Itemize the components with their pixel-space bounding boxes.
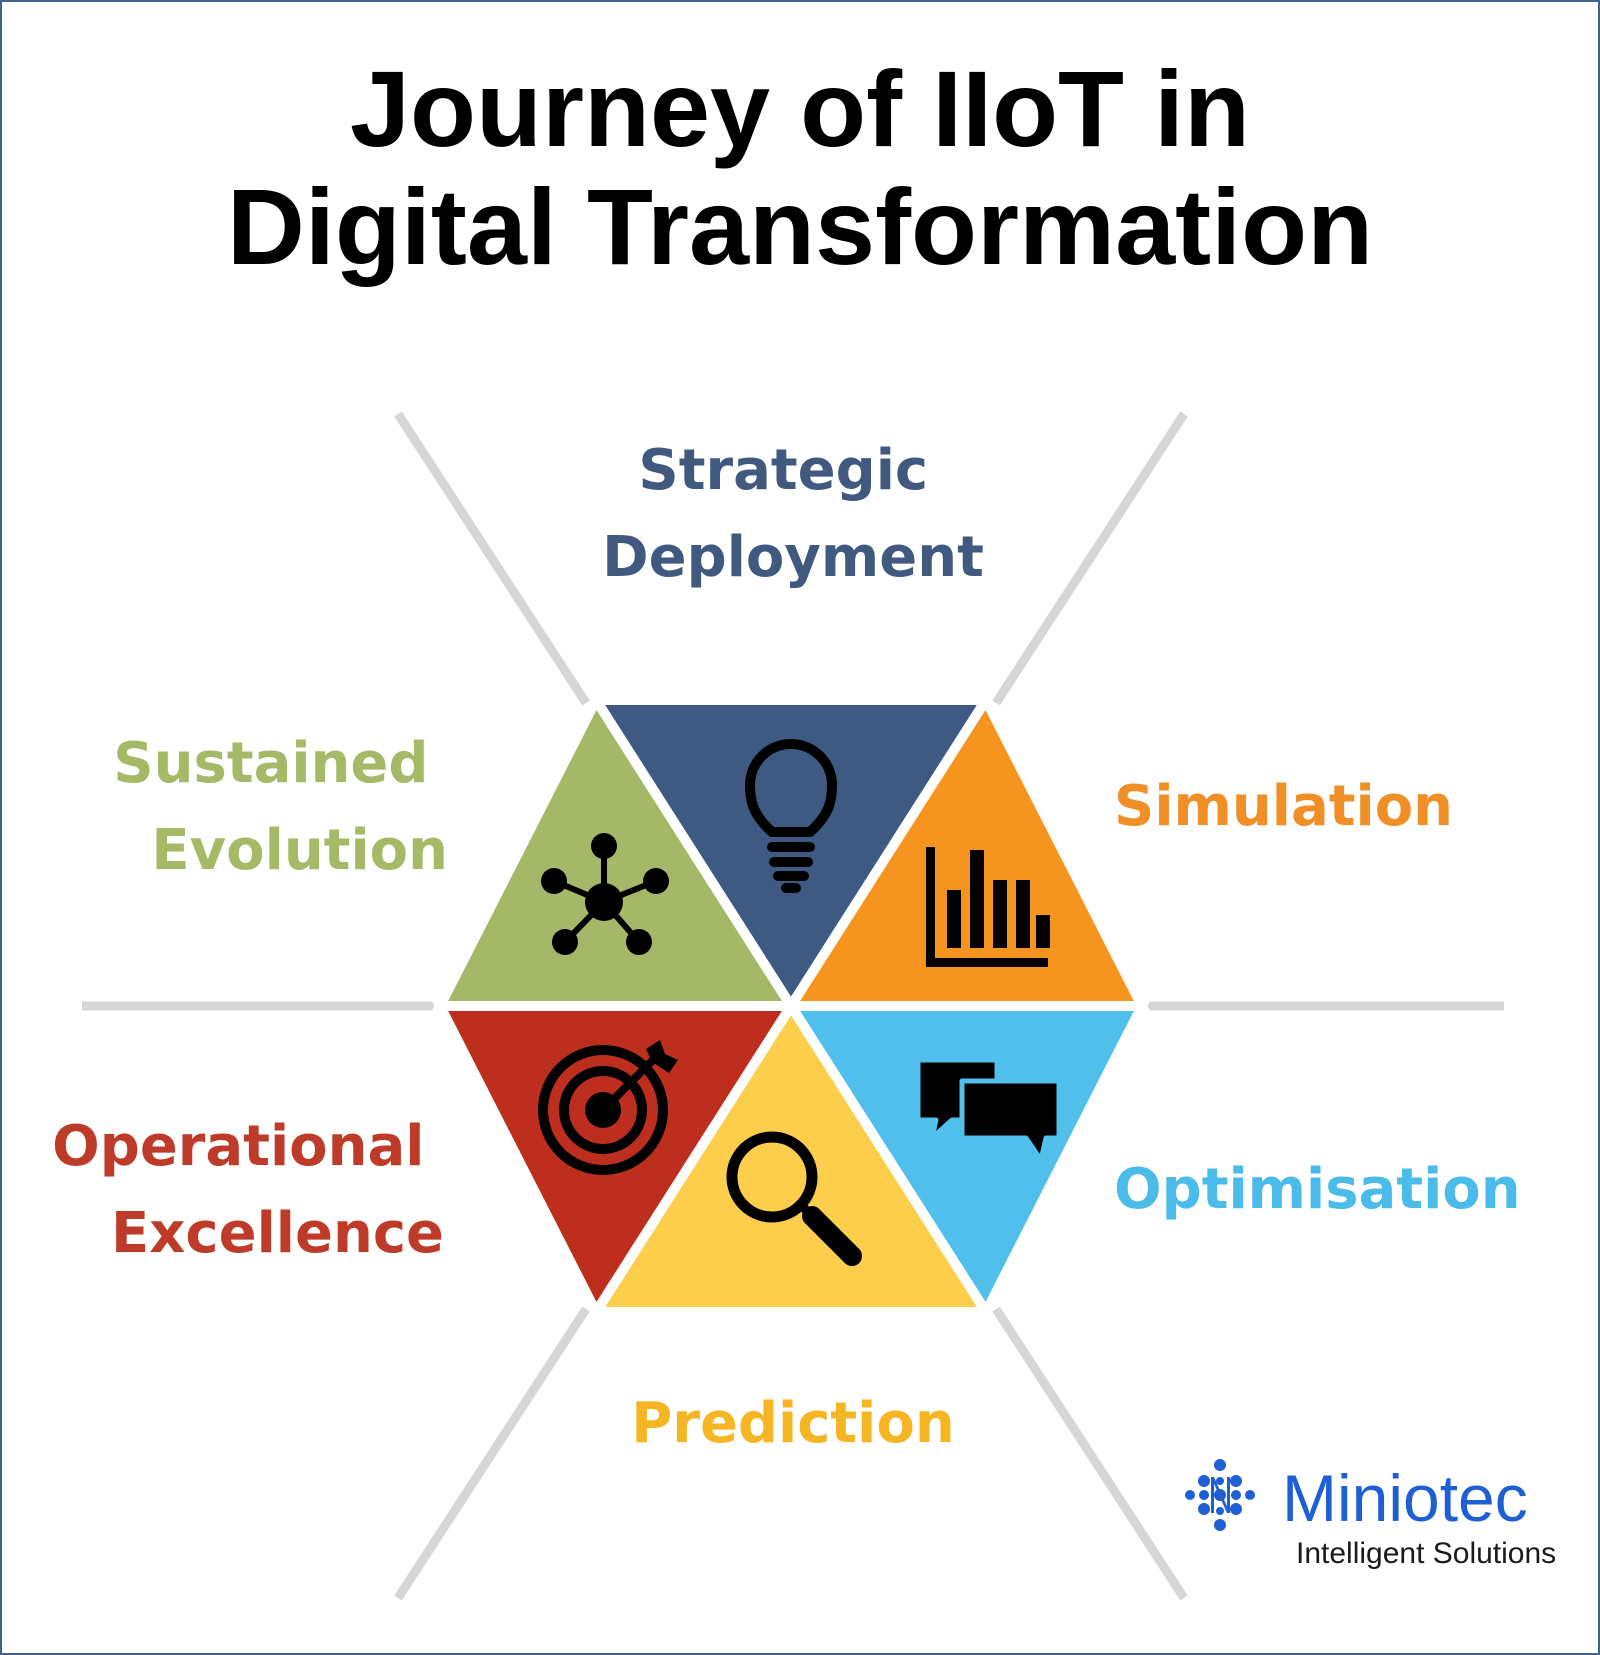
label-operational-line-1: Operational bbox=[52, 1114, 424, 1179]
spoke-bottom-left bbox=[394, 1306, 590, 1601]
network-hub-icon bbox=[541, 833, 669, 955]
brand-name: Miniotec bbox=[1282, 1461, 1528, 1535]
lightbulb-icon bbox=[745, 739, 837, 893]
title-line-2: Digital Transformation bbox=[226, 166, 1374, 287]
label-operational-line-2: Excellence bbox=[111, 1201, 444, 1266]
label-sustained-evolution: Sustained Evolution bbox=[113, 731, 448, 883]
brand-tagline: Intelligent Solutions bbox=[1296, 1537, 1556, 1570]
triangle-sustained-evolution bbox=[431, 689, 801, 1011]
spoke-top-right bbox=[992, 411, 1188, 706]
label-strategic-line-1: Strategic bbox=[638, 438, 928, 503]
label-simulation-line-1: Simulation bbox=[1114, 774, 1453, 839]
label-prediction: Prediction bbox=[631, 1391, 954, 1456]
chat-bubbles-icon bbox=[915, 1057, 1062, 1163]
label-strategic-deployment: Strategic Deployment bbox=[602, 438, 984, 590]
spoke-bottom-right bbox=[992, 1306, 1188, 1601]
label-strategic-line-2: Deployment bbox=[602, 525, 984, 590]
label-sustained-line-2: Evolution bbox=[151, 818, 448, 883]
brand-logo: Miniotec Intelligent Solutions bbox=[1185, 1459, 1556, 1570]
label-prediction-line-1: Prediction bbox=[631, 1391, 954, 1456]
magnifier-icon bbox=[726, 1131, 862, 1266]
stage-labels: Strategic Deployment Simulation Optimisa… bbox=[52, 438, 1521, 1456]
bar-chart-icon bbox=[926, 847, 1050, 967]
spokes bbox=[82, 411, 1504, 1601]
target-icon bbox=[538, 1040, 678, 1175]
label-operational-excellence: Operational Excellence bbox=[52, 1114, 444, 1266]
title-line-1: Journey of IIoT in bbox=[349, 48, 1251, 169]
label-sustained-line-1: Sustained bbox=[113, 731, 428, 796]
label-optimisation: Optimisation bbox=[1114, 1157, 1521, 1222]
label-simulation: Simulation bbox=[1114, 774, 1453, 839]
spoke-top-left bbox=[394, 411, 590, 706]
hexagon bbox=[431, 689, 1151, 1323]
diagram-title: Journey of IIoT in Digital Transformatio… bbox=[0, 50, 1600, 286]
label-optimisation-line-1: Optimisation bbox=[1114, 1157, 1521, 1222]
miniotec-logo-icon bbox=[1185, 1459, 1255, 1531]
